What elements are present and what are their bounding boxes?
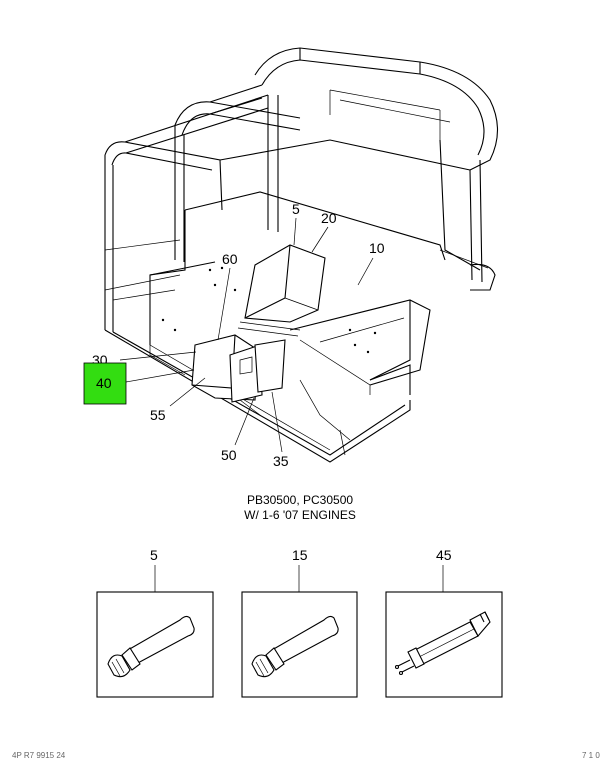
dual-syringe-icon — [394, 611, 491, 676]
footer-right: 7 1 0 — [582, 751, 600, 760]
inset-callout-45: 45 — [436, 547, 452, 563]
callout-35: 35 — [273, 453, 289, 469]
floor-pan-drawing — [104, 191, 446, 463]
callouts: 5 20 10 60 30 40 55 50 35 — [83, 201, 385, 469]
inset-15: 15 — [241, 547, 358, 698]
cab-frame-drawing — [104, 47, 498, 332]
tube-icon — [107, 615, 195, 678]
callout-10: 10 — [369, 240, 385, 256]
tube-icon — [251, 615, 339, 678]
callout-20: 20 — [321, 210, 337, 226]
caption-engine-line: W/ 1-6 '07 ENGINES — [244, 508, 356, 522]
inset-5: 5 — [96, 547, 214, 698]
callout-40: 40 — [96, 375, 112, 391]
callout-60: 60 — [222, 251, 238, 267]
engine-cover-drawing — [237, 244, 326, 337]
inset-callout-15: 15 — [292, 547, 308, 563]
callout-50: 50 — [221, 447, 237, 463]
callout-40-highlight — [83, 362, 127, 405]
leader-lines — [119, 217, 374, 453]
inset-45: 45 — [385, 547, 503, 698]
caption-model-line: PB30500, PC30500 — [247, 493, 353, 507]
callout-55: 55 — [150, 407, 166, 423]
footer-left: 4P R7 9915 24 — [12, 751, 66, 760]
callout-5: 5 — [292, 201, 300, 217]
inset-callout-5: 5 — [150, 547, 158, 563]
side-panels-drawing — [191, 334, 286, 403]
